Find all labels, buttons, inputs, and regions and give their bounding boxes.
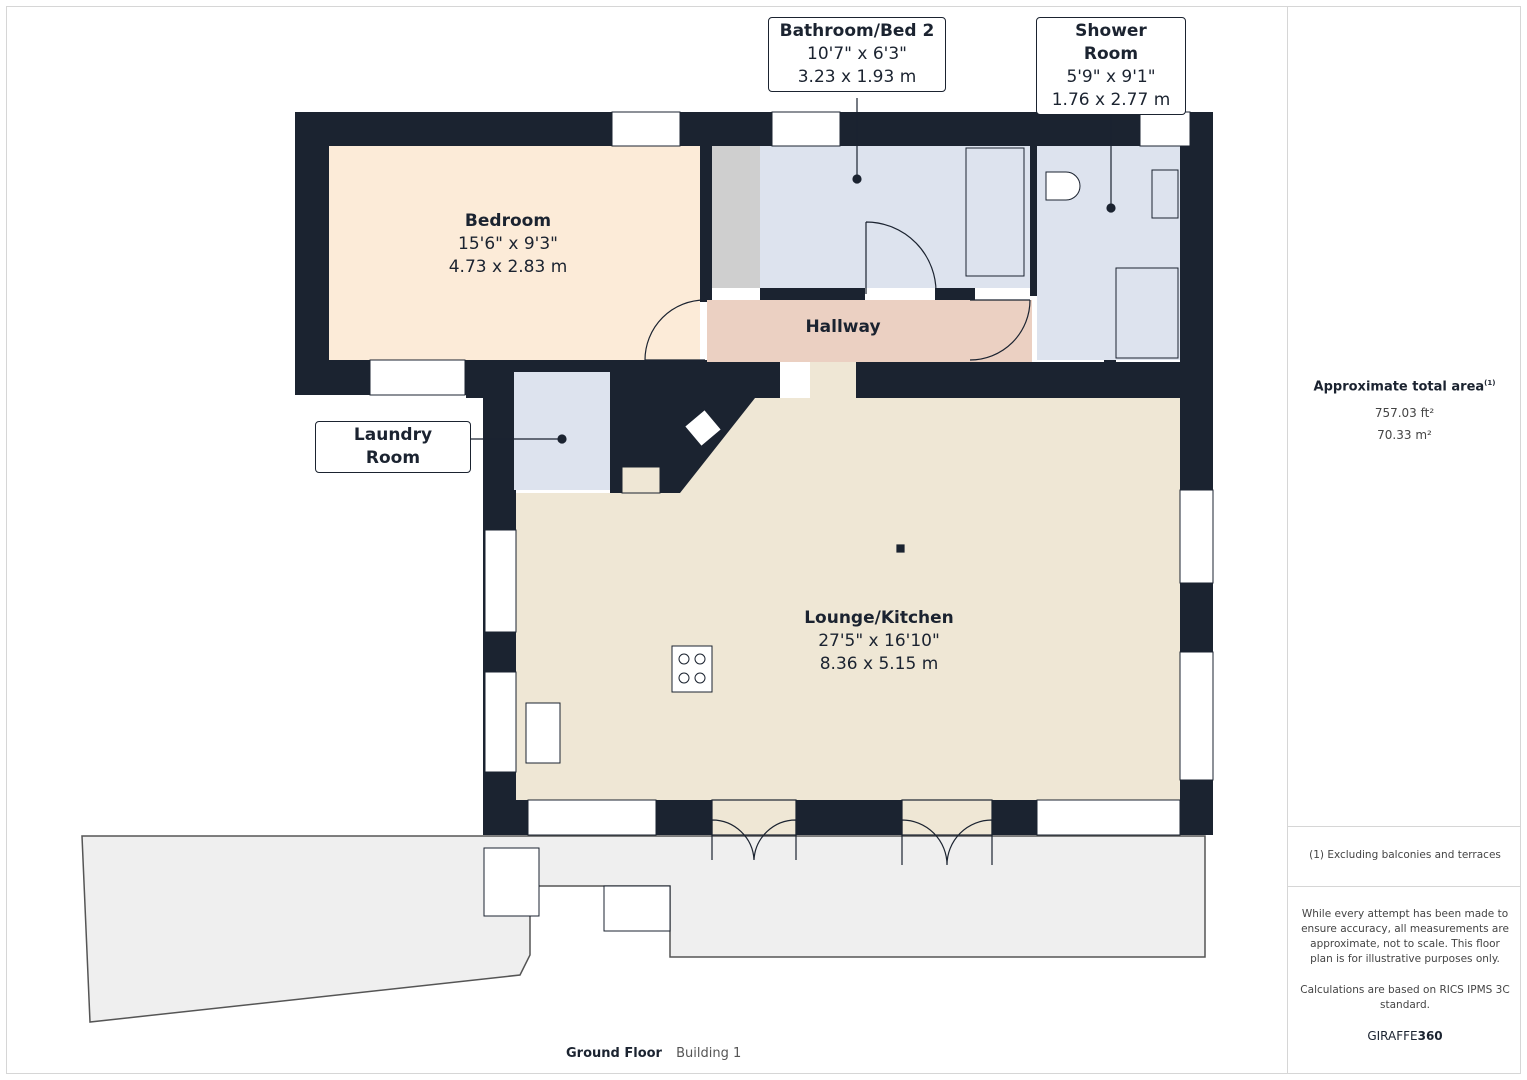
room-name: Shower Room xyxy=(1075,21,1147,64)
terrace xyxy=(81,835,1206,1023)
room-hallway: Hallway xyxy=(805,316,880,339)
room-imperial: 27'5" x 16'10" xyxy=(818,631,940,651)
room-name: Bathroom/Bed 2 xyxy=(779,21,935,41)
area-title-text: Approximate total area xyxy=(1313,379,1485,395)
lounge-floor xyxy=(516,398,1180,800)
area-footnote-mark: (1) xyxy=(1484,379,1496,387)
brand-logo: GIRAFFE360 xyxy=(1300,1029,1510,1044)
area-title: Approximate total area(1) xyxy=(1288,379,1521,394)
floor-plan xyxy=(81,98,1214,1023)
room-lounge: Lounge/Kitchen 27'5" x 16'10" 8.36 x 5.1… xyxy=(804,607,954,676)
room-metric: 8.36 x 5.15 m xyxy=(819,654,939,674)
info-sidebar: Approximate total area(1) 757.03 ft² 70.… xyxy=(1287,6,1521,1074)
footnote: (1) Excluding balconies and terraces xyxy=(1309,849,1501,861)
room-metric: 1.76 x 2.77 m xyxy=(1051,90,1171,110)
floor-name: Ground Floor xyxy=(566,1046,662,1061)
room-metric: 3.23 x 1.93 m xyxy=(797,67,917,87)
hallway-floor xyxy=(707,300,1032,362)
brand-text: GIRAFFE xyxy=(1367,1029,1418,1043)
room-metric: 4.73 x 2.83 m xyxy=(448,257,568,277)
divider xyxy=(1288,886,1521,887)
room-name: Bedroom xyxy=(464,211,552,231)
fixtures xyxy=(483,147,1179,932)
bedroom-floor xyxy=(329,146,700,360)
room-name: Laundry Room xyxy=(353,425,433,468)
disclaimer: While every attempt has been made to ens… xyxy=(1301,908,1509,965)
doors xyxy=(644,221,1031,866)
brand-number: 360 xyxy=(1417,1029,1443,1043)
page-frame xyxy=(6,6,1521,1074)
room-bedroom: Bedroom 15'6" x 9'3" 4.73 x 2.83 m xyxy=(449,210,568,279)
room-name: Hallway xyxy=(805,317,881,337)
label-bathroom: Bathroom/Bed 2 10'7" x 6'3" 3.23 x 1.93 … xyxy=(768,17,946,92)
room-imperial: 5'9" x 9'1" xyxy=(1066,67,1156,87)
label-pointers xyxy=(471,98,1116,553)
room-imperial: 10'7" x 6'3" xyxy=(807,44,907,64)
divider xyxy=(1288,826,1521,827)
label-shower: Shower Room 5'9" x 9'1" 1.76 x 2.77 m xyxy=(1036,17,1186,115)
area-sqft: 757.03 ft² xyxy=(1374,406,1435,420)
building-name: Building 1 xyxy=(676,1046,742,1061)
label-laundry: Laundry Room xyxy=(315,421,471,473)
floor-caption: Ground Floor Building 1 xyxy=(566,1046,741,1061)
area-sqm: 70.33 m² xyxy=(1377,428,1432,442)
hallway-opening xyxy=(810,362,856,398)
windows xyxy=(369,111,1214,836)
laundry-floor xyxy=(514,372,610,490)
room-name: Lounge/Kitchen xyxy=(804,608,954,628)
closet xyxy=(712,146,760,288)
calc-note: Calculations are based on RICS IPMS 3C s… xyxy=(1300,984,1510,1011)
room-imperial: 15'6" x 9'3" xyxy=(458,234,558,254)
